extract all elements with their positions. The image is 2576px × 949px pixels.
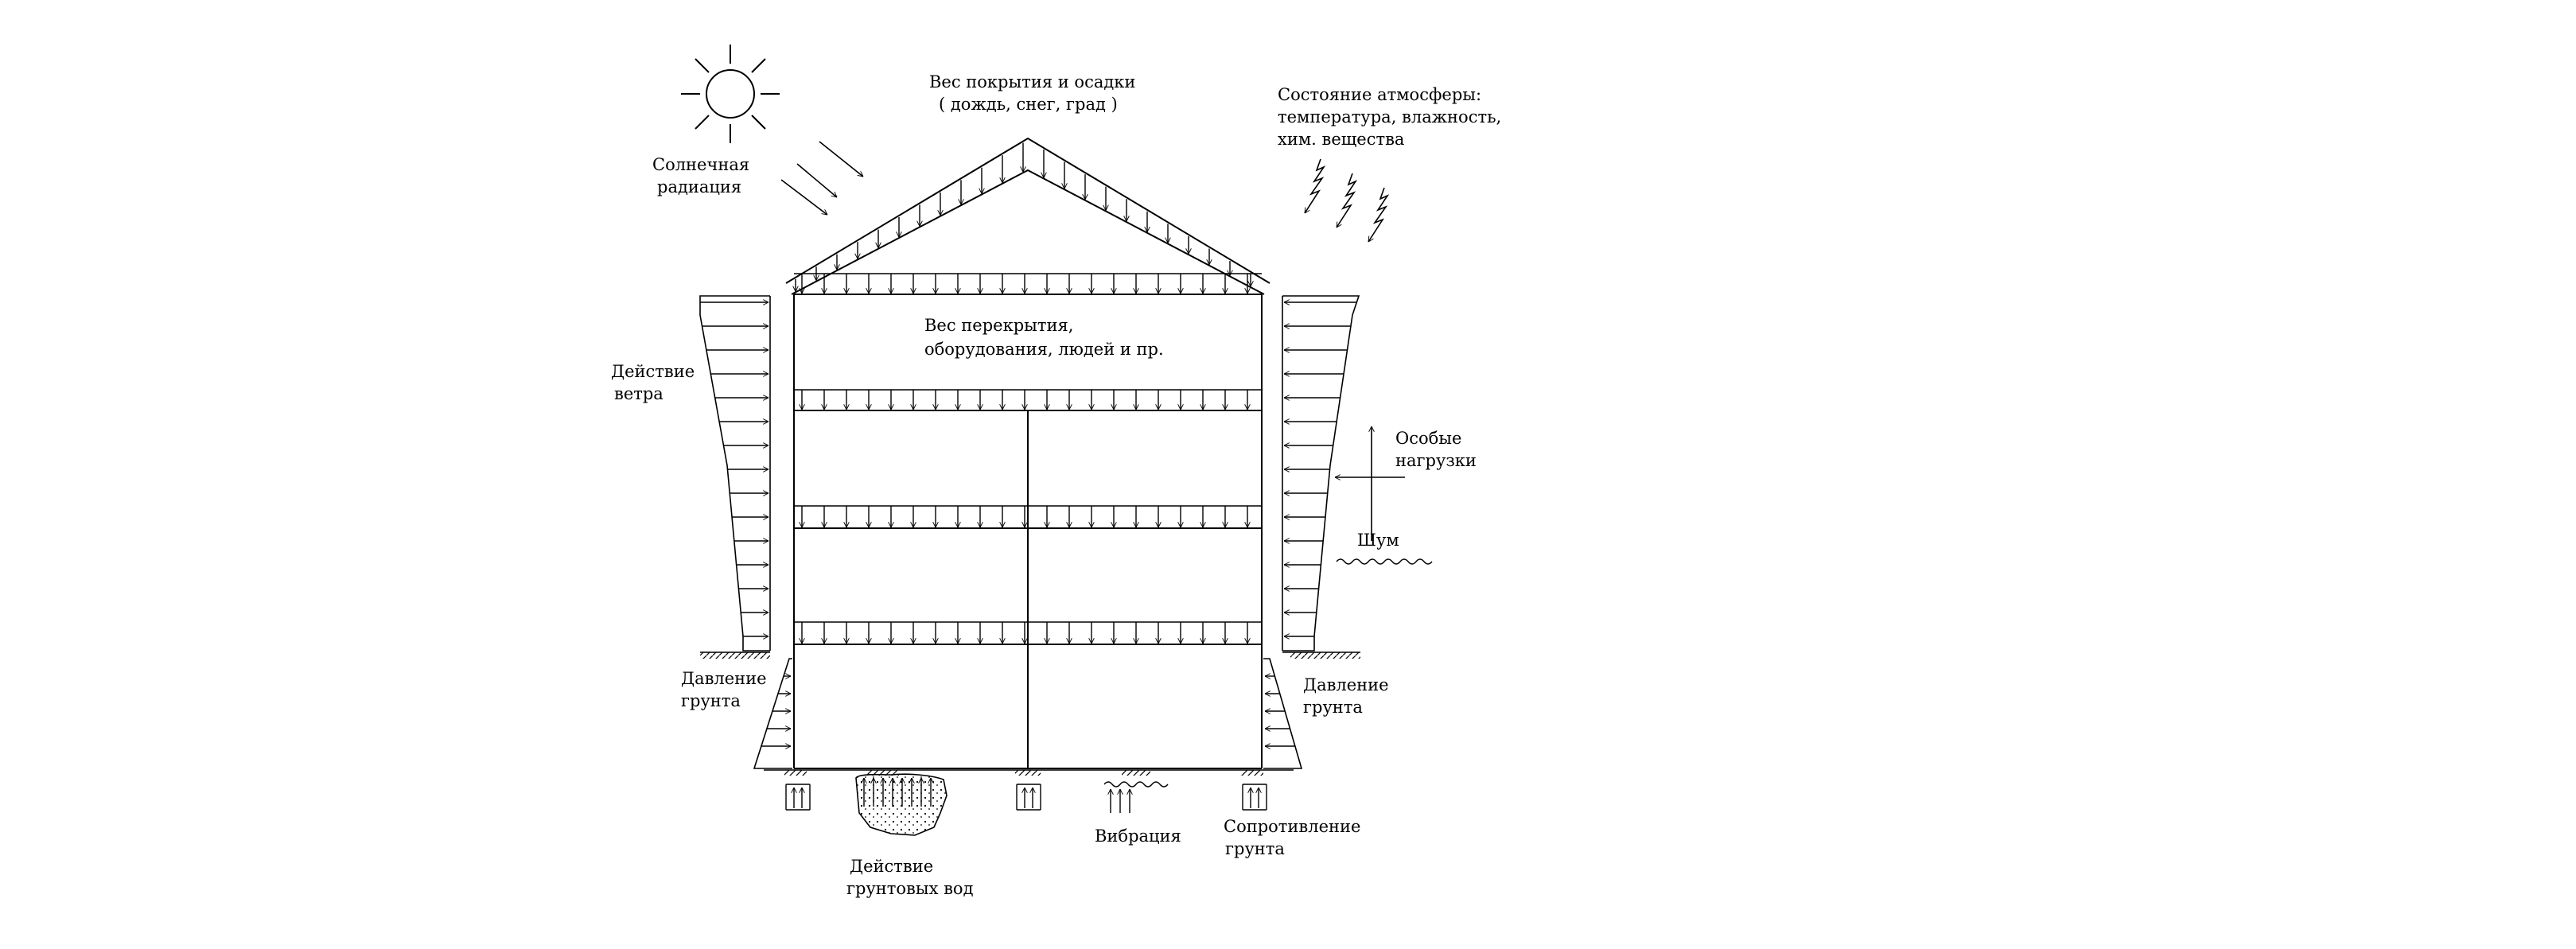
floor-load-label-2: оборудования, людей и пр. [924,340,1164,359]
noise-wave [1336,558,1433,565]
vibration-label: Вибрация [1095,826,1181,846]
ground-hatching [700,651,1360,776]
soil-left-label-1: Давление [681,669,767,688]
solar-label-1: Солнечная [652,155,749,174]
roof-load-label-2: ( дождь, снег, град ) [939,95,1118,114]
soil-right-label-1: Давление [1303,675,1389,694]
wind-label-2: ветра [614,384,663,403]
resistance-arrows [785,784,1267,811]
soil-pressure-left [753,658,792,769]
soil-right-label-2: грунта [1303,698,1363,717]
wind-diagram-left [699,295,771,651]
wind-arrows-right [1284,302,1357,636]
noise-label: Шум [1357,531,1399,550]
atmosphere-label-3: хим. вещества [1278,130,1404,149]
roof-load-arrows [796,142,1251,292]
soil-left-label-2: грунта [681,691,741,710]
vibration-wave [1103,781,1169,788]
special-label-1: Особые [1395,429,1461,448]
groundwater-label-2: грунтовых вод [846,879,974,898]
wind-arrows [700,302,769,636]
soil-pressure-right [1263,658,1303,769]
resistance-label-1: Сопротивление [1224,817,1360,836]
atmosphere-wavy-arrows [1304,158,1390,242]
groundwater-arrows [864,778,931,807]
soil-pressure-arrows [761,676,1295,746]
radiation-arrows [780,141,863,216]
atmosphere-label-1: Состояние атмосферы: [1278,85,1481,104]
special-load-arrows [1335,426,1405,541]
roof-load-label-1: Вес покрытия и осадки [929,72,1135,91]
floor-load-arrows [794,273,1262,644]
floor-load-label-1: Вес перекрытия, [924,316,1073,335]
solar-label-2: радиация [657,177,741,196]
atmosphere-label-2: температура, влажность, [1278,107,1501,126]
resistance-label-2: грунта [1225,839,1285,858]
building-frame [785,137,1270,769]
sun-icon [681,45,780,143]
groundwater-area [855,773,948,836]
special-label-2: нагрузки [1395,451,1477,470]
vibration-arrows [1111,789,1130,813]
wind-diagram-right [1282,295,1360,651]
groundwater-label-1: Действие [850,857,933,876]
wind-label-1: Действие [611,362,695,381]
